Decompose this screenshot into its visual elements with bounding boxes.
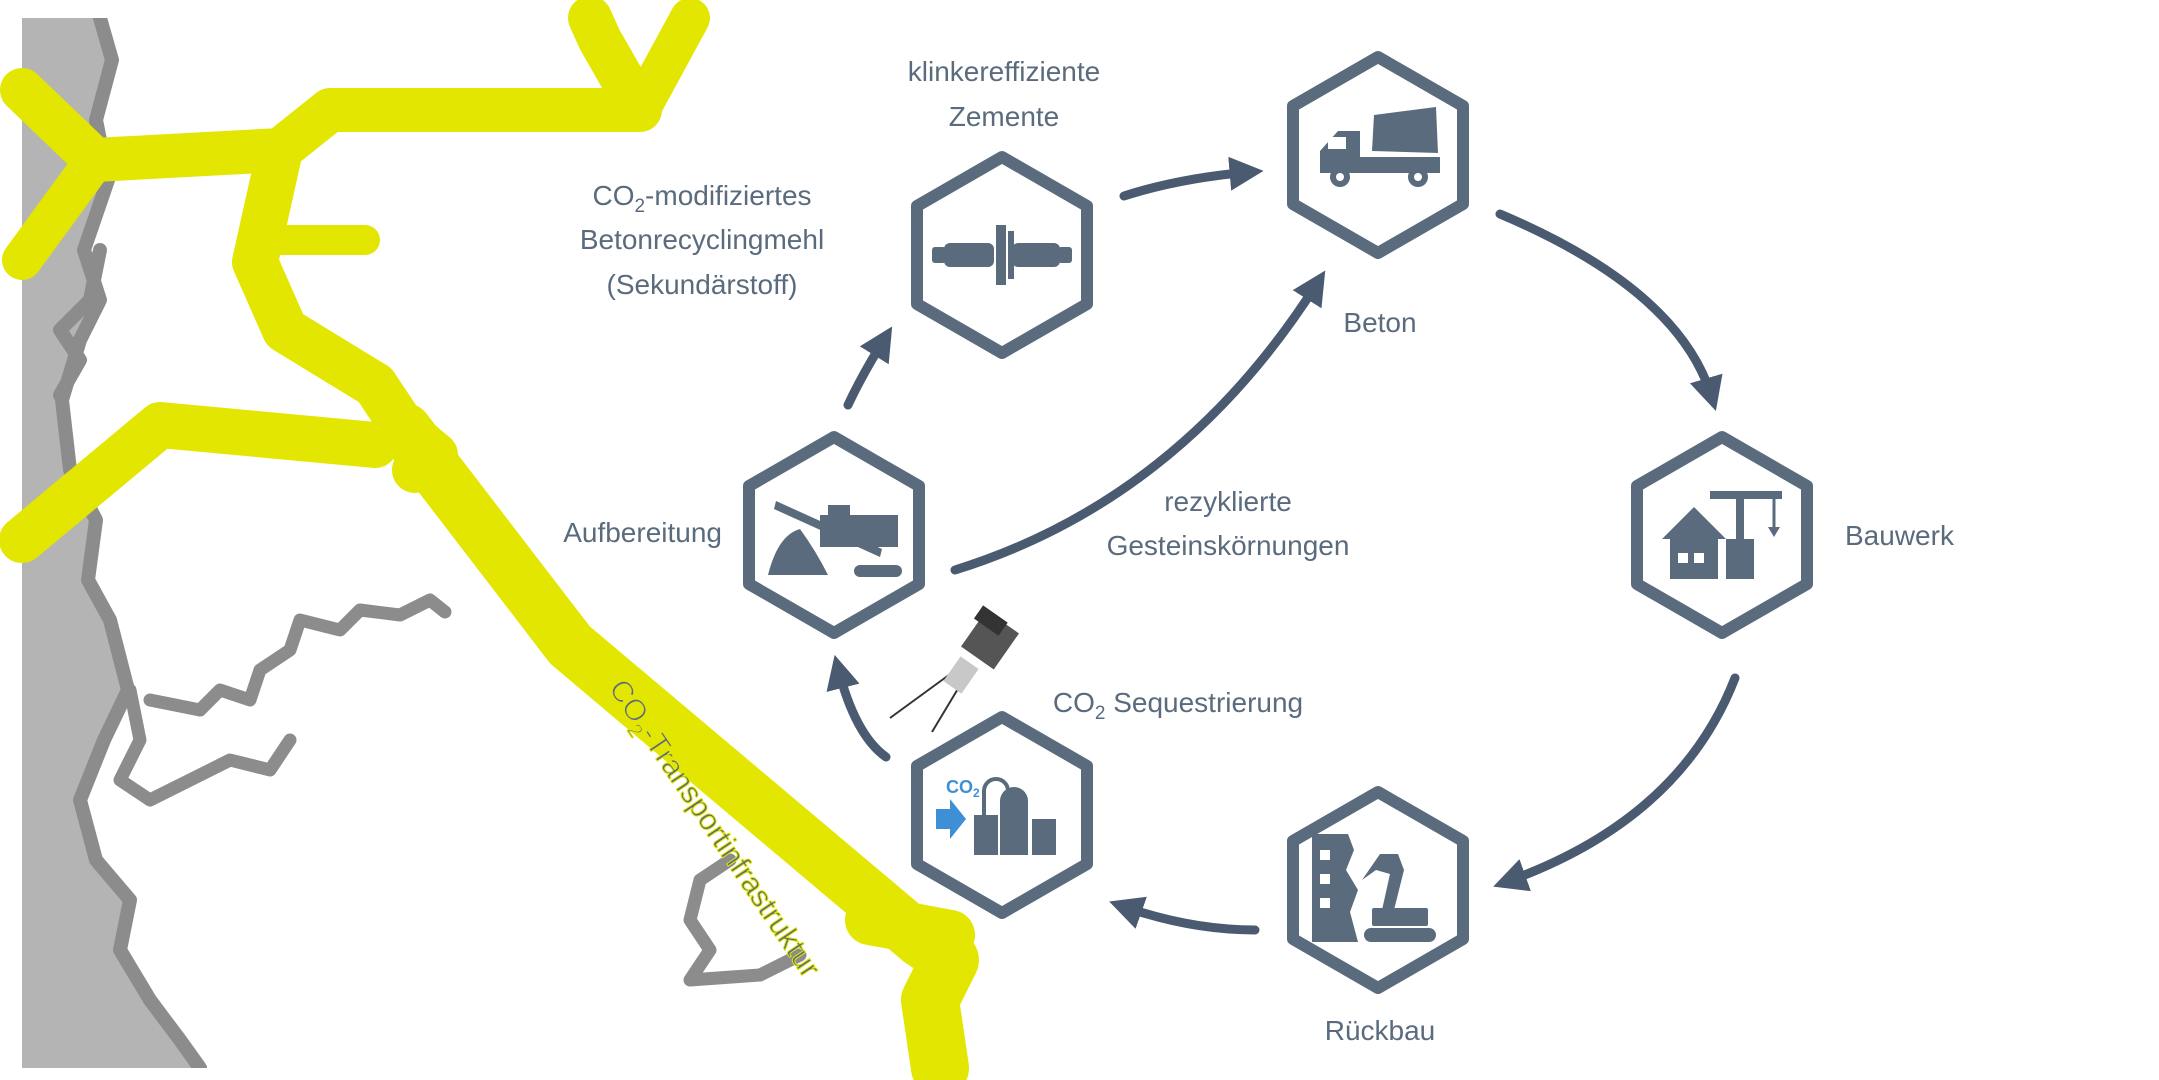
arrow-demolition-to-sequestration bbox=[1109, 896, 1260, 935]
annotation-recycled-powder: CO2-modifiziertes Betonrecyclingmehl (Se… bbox=[580, 180, 824, 300]
recycled-aggregates-line2: Gesteinskörnungen bbox=[1107, 530, 1350, 561]
arrow-processing-to-cement bbox=[843, 326, 893, 410]
border-line bbox=[143, 593, 452, 717]
concrete-label: Beton bbox=[1343, 307, 1416, 338]
co2-pipeline-network: CO2-Transportinfrastruktur bbox=[0, 0, 979, 1080]
arrow-concrete-to-building bbox=[1495, 209, 1723, 412]
concrete-mixer-truck-icon bbox=[1320, 107, 1440, 187]
pipeline-segment bbox=[0, 0, 662, 182]
node-processing bbox=[743, 431, 925, 639]
house-with-crane-icon bbox=[1662, 491, 1782, 579]
processing-label: Aufbereitung bbox=[563, 517, 722, 548]
building-label: Bauwerk bbox=[1845, 520, 1955, 551]
border-line bbox=[53, 243, 107, 402]
mill-cylinder-icon bbox=[932, 225, 1072, 285]
border-line bbox=[113, 683, 297, 807]
satellite-icon bbox=[889, 605, 1020, 733]
sequestration-label: CO2 Sequestrierung bbox=[1053, 687, 1303, 724]
label-sequestration: CO2 Sequestrierung bbox=[1053, 687, 1303, 724]
arrow-cement-to-concrete bbox=[1119, 156, 1264, 201]
node-sequestration: CO2 bbox=[911, 711, 1093, 919]
recycled-powder-line1: CO2-modifiziertes bbox=[592, 180, 811, 217]
node-demolition bbox=[1287, 786, 1469, 994]
recycled-powder-line2: Betonrecyclingmehl bbox=[580, 224, 824, 255]
cement-label-line2: Zemente bbox=[949, 101, 1060, 132]
recycled-powder-line3: (Sekundärstoff) bbox=[607, 269, 798, 300]
arrow-building-to-demolition bbox=[1493, 673, 1740, 892]
pipeline-segment bbox=[620, 0, 710, 130]
demolition-excavator-icon bbox=[1312, 834, 1436, 942]
label-cement: klinkereffiziente Zemente bbox=[908, 56, 1100, 132]
node-concrete bbox=[1287, 51, 1469, 259]
svg-text:CO2: CO2 bbox=[946, 777, 980, 800]
land-area bbox=[22, 18, 200, 1068]
flow-arrows bbox=[826, 156, 1740, 935]
demolition-label: Rückbau bbox=[1325, 1015, 1436, 1046]
pipeline-segment bbox=[2, 140, 115, 280]
pipeline-segment bbox=[901, 931, 979, 1080]
border-line bbox=[55, 11, 207, 1075]
cement-label-line1: klinkereffiziente bbox=[908, 56, 1100, 87]
pipeline-segment bbox=[0, 402, 398, 563]
node-cement bbox=[911, 151, 1093, 359]
annotation-recycled-aggregates: rezyklierte Gesteinskörnungen bbox=[1107, 486, 1350, 561]
co2-plant-icon: CO2 bbox=[936, 777, 1056, 855]
border-line bbox=[683, 853, 807, 987]
arrow-sequestration-to-processing bbox=[826, 654, 891, 762]
pipeline-segment bbox=[845, 895, 975, 960]
arrow-processing-to-concrete bbox=[950, 270, 1326, 575]
crusher-conveyor-icon bbox=[768, 501, 902, 577]
recycled-aggregates-line1: rezyklierte bbox=[1164, 486, 1292, 517]
node-building bbox=[1631, 431, 1813, 639]
